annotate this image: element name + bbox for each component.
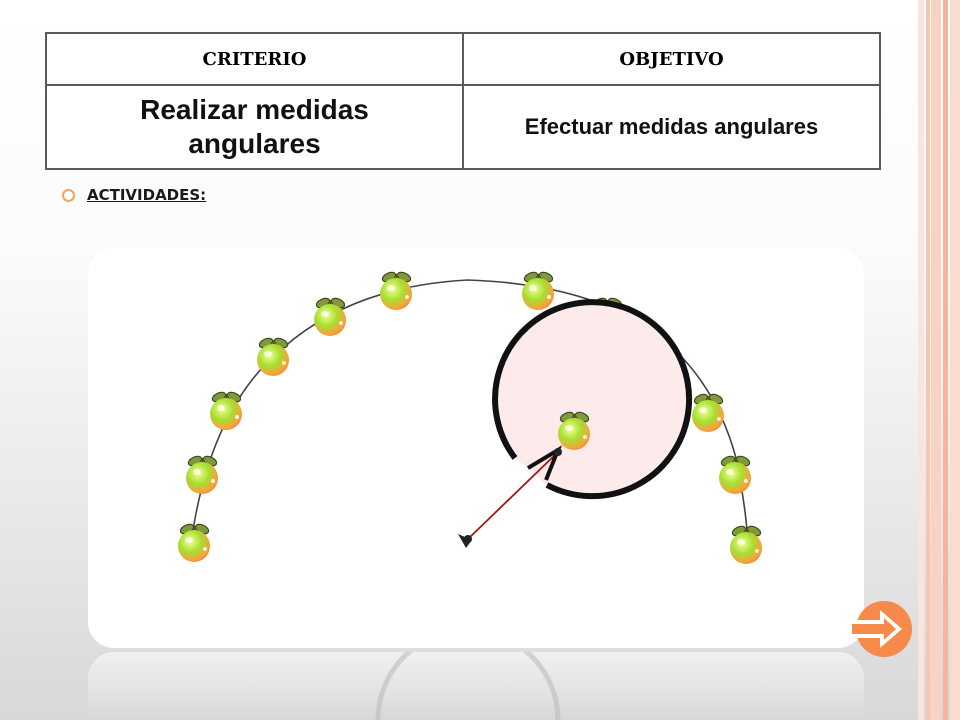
pointer-line [467,452,558,540]
apple-icon[interactable] [718,453,753,495]
criteria-table: CRITERIO OBJETIVO Realizar medidas angul… [45,32,881,170]
measurement-arc [190,279,749,544]
apple-icon[interactable] [557,409,592,451]
dial-circle [492,299,693,500]
decor-stripe [943,0,948,720]
circle-bullet-icon [62,188,75,202]
apple-icon[interactable] [185,453,220,495]
decor-stripe [950,0,960,720]
header-criterio: CRITERIO [45,32,464,86]
next-button[interactable] [846,600,912,658]
table-header-row: CRITERIO OBJETIVO [45,32,881,86]
apple-icon[interactable] [379,269,414,311]
activities-heading: ACTIVIDADES: [62,186,206,204]
decor-stripe [918,0,924,720]
apple-icon[interactable] [691,391,726,433]
decor-stripe [931,0,941,720]
cell-objetivo: Efectuar medidas angulares [462,84,881,170]
table-row: Realizar medidas angulares Efectuar medi… [45,84,881,170]
apple-arc-illustration [177,269,764,565]
activities-label: ACTIVIDADES: [87,186,207,204]
apple-icon[interactable] [209,389,244,431]
apple-icon[interactable] [256,335,291,377]
cell-criterio: Realizar medidas angulares [45,84,464,170]
apple-icon[interactable] [521,269,556,311]
apple-icon[interactable] [313,295,348,337]
apple-icon[interactable] [729,523,764,565]
header-objetivo: OBJETIVO [462,32,881,86]
decor-stripe [926,0,930,720]
canvas-reflection [88,652,864,720]
activity-canvas[interactable] [88,248,864,648]
arrow-right-icon [846,601,912,657]
pointer-tip [554,448,562,456]
apple-icon[interactable] [177,521,212,563]
pointer-center-tick [458,534,472,548]
